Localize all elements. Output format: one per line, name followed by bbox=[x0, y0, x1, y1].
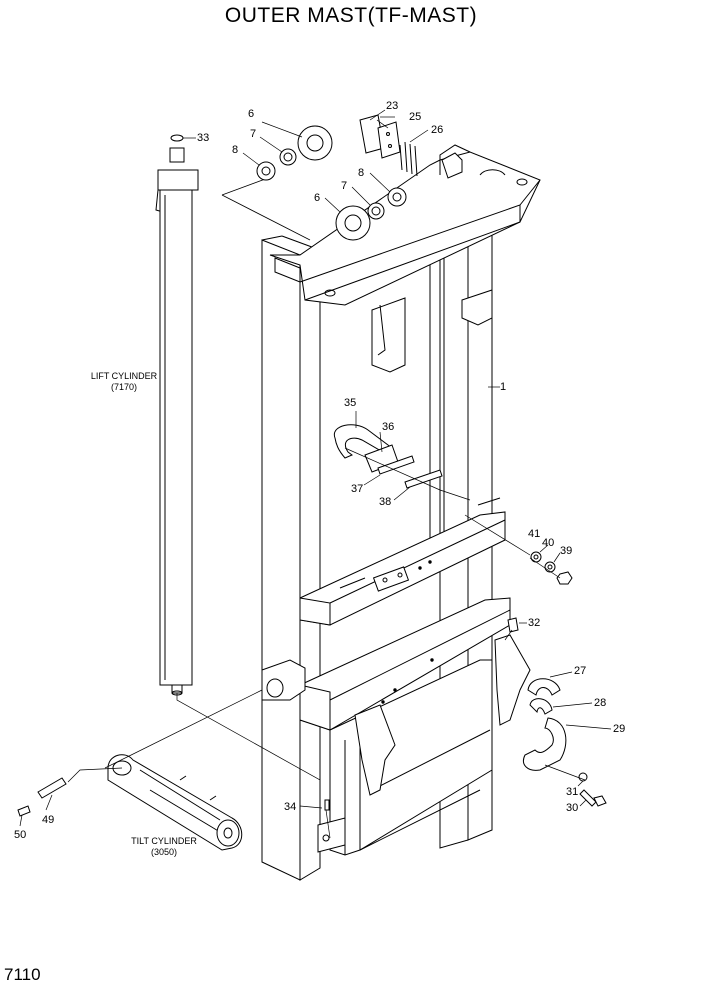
lift-cylinder-ref: (7170) bbox=[110, 382, 137, 392]
callout-32: 32 bbox=[528, 617, 541, 629]
tilt-cylinder bbox=[17, 754, 243, 851]
part-34-marker bbox=[324, 799, 330, 811]
callout-28: 28 bbox=[594, 697, 607, 709]
page-title: OUTER MAST(TF-MAST) bbox=[224, 4, 478, 27]
page-number: 7110 bbox=[4, 965, 41, 984]
callout-35: 35 bbox=[344, 397, 357, 409]
callout-40: 40 bbox=[542, 537, 555, 549]
callout-39: 39 bbox=[560, 545, 573, 557]
callout-8-lower: 8 bbox=[358, 167, 365, 179]
callout-27: 27 bbox=[574, 665, 587, 677]
tilt-cylinder-name: TILT CYLINDER bbox=[131, 836, 197, 846]
callout-7-lower: 7 bbox=[341, 180, 348, 192]
tilt-cylinder-ref: (3050) bbox=[150, 847, 177, 857]
tilt-cylinder-note: TILT CYLINDER (3050) bbox=[124, 836, 204, 858]
top-small-parts bbox=[256, 114, 463, 241]
callout-26: 26 bbox=[431, 124, 444, 136]
callout-25: 25 bbox=[409, 111, 422, 123]
callout-23: 23 bbox=[386, 100, 399, 112]
callout-7-upper: 7 bbox=[250, 128, 257, 140]
right-small-parts bbox=[507, 551, 607, 807]
leader-lines bbox=[19, 109, 612, 839]
callout-36: 36 bbox=[382, 421, 395, 433]
callout-37: 37 bbox=[351, 483, 364, 495]
callout-31: 31 bbox=[566, 786, 579, 798]
middle-small-parts bbox=[333, 424, 443, 489]
callout-6-lower: 6 bbox=[314, 192, 321, 204]
callout-30: 30 bbox=[566, 802, 579, 814]
callout-1: 1 bbox=[500, 381, 507, 393]
callout-49: 49 bbox=[42, 814, 55, 826]
callout-6-upper: 6 bbox=[248, 108, 255, 120]
outer-mast-assembly bbox=[261, 144, 541, 881]
callout-8-upper: 8 bbox=[232, 144, 239, 156]
callout-41: 41 bbox=[528, 528, 541, 540]
callout-29: 29 bbox=[613, 723, 626, 735]
callout-34: 34 bbox=[284, 801, 297, 813]
callout-38: 38 bbox=[379, 496, 392, 508]
callout-33: 33 bbox=[197, 132, 210, 144]
lift-cylinder-note: LIFT CYLINDER (7170) bbox=[88, 371, 160, 393]
lift-cylinder-name: LIFT CYLINDER bbox=[90, 371, 158, 381]
callout-50: 50 bbox=[14, 829, 27, 841]
lift-cylinder bbox=[155, 134, 199, 696]
